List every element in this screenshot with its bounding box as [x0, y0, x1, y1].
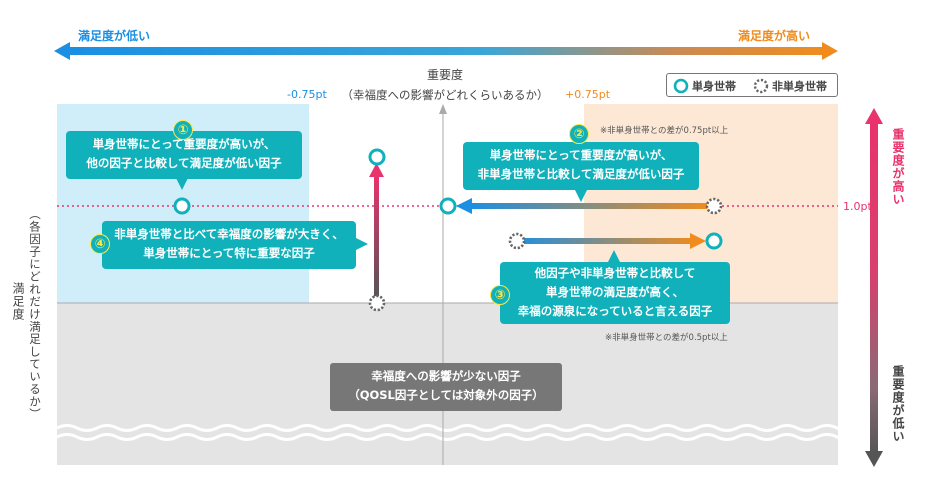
legend-single-label: 単身世帯: [692, 80, 736, 93]
low-importance-box: 幸福度への影響が少ない因子 （QOSL因子としては対象外の因子）: [330, 363, 562, 411]
arrow-3-head: [690, 233, 706, 249]
arrow-2-head: [456, 198, 472, 214]
callout-3-line3: 幸福の源泉になっていると言える因子: [517, 304, 713, 318]
top-right-label: 満足度が高い: [738, 29, 811, 43]
callout-1-line1: 単身世帯にとって重要度が高いが、: [92, 137, 276, 151]
arrow-4-head: [369, 163, 384, 177]
callout-1-pointer: [176, 178, 188, 190]
marker-non-single-2: [705, 197, 723, 215]
x-axis-subtitle: （幸福度への影響がどれくらいあるか）: [341, 88, 549, 102]
marker-single-3: [705, 232, 723, 250]
callout-4-line1: 非単身世帯と比べて幸福度の影響が大きく、: [114, 227, 344, 241]
right-importance-arrow-shaft: [870, 122, 878, 454]
y-axis-subtitle: （各因子にどれだけ満足しているか）: [28, 208, 42, 421]
callout-4-line2: 単身世帯にとって特に重要な因子: [143, 246, 315, 260]
right-arrow-up-head: [865, 108, 883, 124]
lower-note: ※非単身世帯との差が0.5pt以上: [605, 333, 728, 343]
wave-break-1: [56, 424, 859, 432]
callout-4: 非単身世帯と比べて幸福度の影響が大きく、 単身世帯にとって特に重要な因子: [102, 221, 356, 269]
callout-2-pointer: [575, 190, 587, 202]
low-importance-line2: （QOSL因子としては対象外の因子）: [348, 388, 544, 402]
wave-break-2: [56, 433, 859, 441]
plus-threshold-label: +0.75pt: [565, 88, 611, 101]
arrow-2-shaft: [468, 203, 708, 209]
callout-2: 単身世帯にとって重要度が高いが、 非単身世帯と比較して満足度が低い因子: [463, 142, 699, 190]
marker-single-2: [439, 197, 457, 215]
callout-3-line2: 単身世帯の満足度が高く、: [546, 285, 684, 299]
x-axis-title: 重要度: [426, 68, 463, 82]
marker-single-4: [368, 148, 386, 166]
callout-2-line1: 単身世帯にとって重要度が高いが、: [489, 148, 673, 162]
callout-3: 他因子や非単身世帯と比較して 単身世帯の満足度が高く、 幸福の源泉になっていると…: [500, 262, 730, 324]
callout-2-number: ②: [569, 124, 589, 144]
callout-4-number: ④: [90, 234, 110, 254]
one-pt-label: 1.0pt: [843, 200, 872, 213]
legend: 単身世帯 非単身世帯: [666, 73, 838, 97]
callout-1-number: ①: [173, 120, 193, 140]
marker-non-single-3: [508, 232, 526, 250]
marker-non-single-4: [368, 294, 386, 312]
single-household-legend-icon: [673, 78, 689, 94]
top-left-label: 満足度が低い: [78, 29, 151, 43]
callout-3-line1: 他因子や非単身世帯と比較して: [534, 266, 696, 280]
y-axis-title: 満足度: [11, 282, 25, 321]
callout-3-number: ③: [490, 285, 510, 305]
marker-single-1: [173, 197, 191, 215]
callout-2-line2: 非単身世帯と比較して満足度が低い因子: [477, 167, 685, 181]
callout-3-pointer: [608, 250, 620, 262]
legend-non-single-label: 非単身世帯: [772, 80, 827, 93]
top-satisfaction-arrow: [54, 42, 838, 60]
low-importance-line1: 幸福度への影響が少ない因子: [371, 369, 521, 383]
callout-1-line2: 他の因子と比較して満足度が低い因子: [86, 156, 282, 170]
minus-threshold-label: -0.75pt: [287, 88, 327, 101]
upper-note: ※非単身世帯との差が0.75pt以上: [600, 126, 729, 136]
right-bottom-label: 重要度が低い: [891, 365, 905, 443]
non-single-household-legend-icon: [753, 78, 769, 94]
arrow-4-shaft: [374, 175, 379, 299]
callout-4-pointer: [356, 238, 368, 250]
vertical-axis-arrowhead: [439, 104, 447, 114]
arrow-3-shaft: [524, 238, 698, 244]
right-arrow-down-head: [865, 451, 883, 467]
right-top-label: 重要度が高い: [891, 128, 905, 206]
